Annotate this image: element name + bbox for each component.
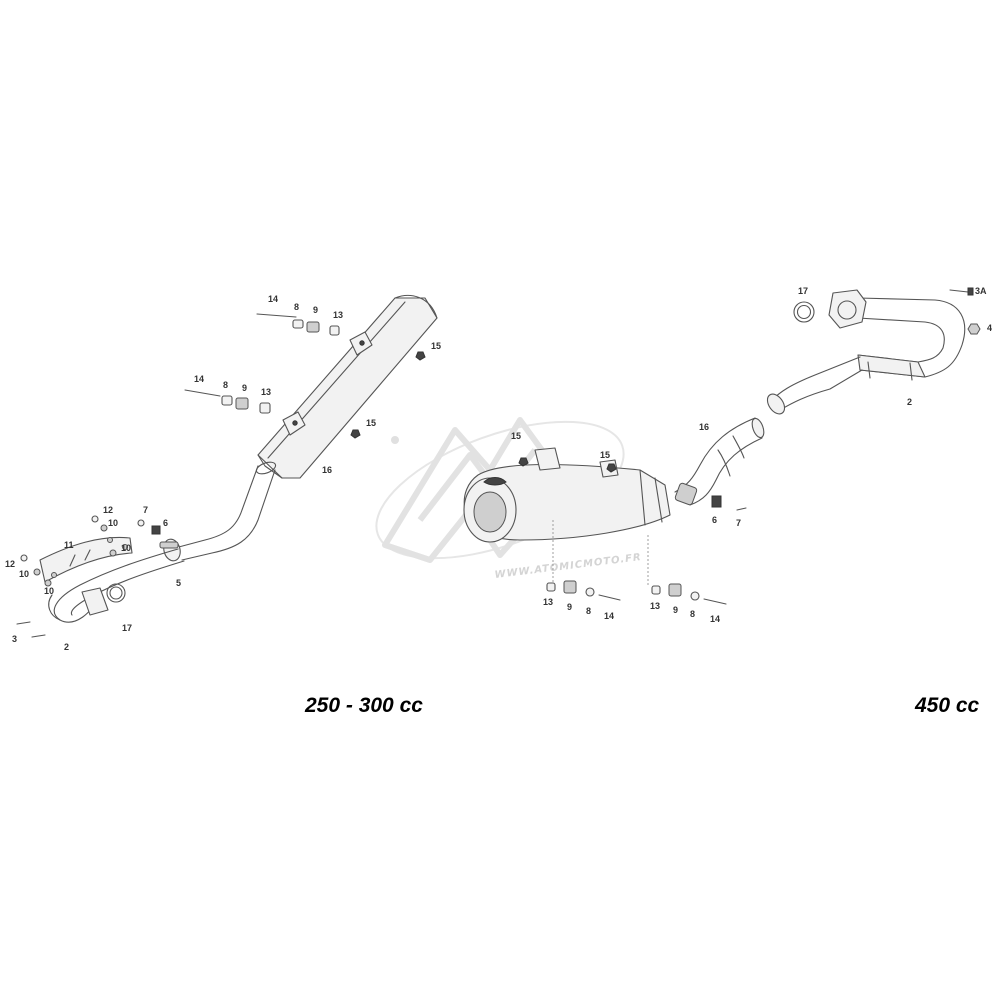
callout-8-upper: 8 [294,302,299,312]
header-pipe-2-right [766,297,966,415]
link-pipe-left [174,461,277,561]
callout-14-lower: 14 [194,374,204,384]
callout-10-top: 10 [108,518,118,528]
callout-14-upper: 14 [268,294,278,304]
callout-15-upper: 15 [431,341,441,351]
callout-13-lower: 13 [261,387,271,397]
callout-13-upper: 13 [333,310,343,320]
assembly-450: 17 3A 4 2 16 15 15 6 7 13 9 8 14 13 9 8 … [463,286,992,624]
callout-2-header: 2 [64,642,69,652]
clamp-5-left [159,538,181,562]
caption-250-300cc: 250 - 300 cc [304,694,423,717]
fasteners-left [16,313,426,638]
callout-16-link: 16 [699,422,709,432]
callout-5-clamp: 5 [176,578,181,588]
callouts-right: 17 3A 4 2 16 15 15 6 7 13 9 8 14 13 9 8 … [511,286,992,624]
gasket-17-left [106,583,126,603]
callout-3A-bolt: 3A [975,286,987,296]
callout-3-bolt: 3 [12,634,17,644]
callout-7-right: 7 [736,518,741,528]
callout-15-left-tab: 15 [511,431,521,441]
callout-8-a: 8 [586,606,591,616]
silencer-right [463,447,671,543]
callout-12-left: 12 [5,559,15,569]
callout-2-header-right: 2 [907,397,912,407]
callout-10-right: 10 [121,543,131,553]
callout-13-a: 13 [543,597,553,607]
callout-15-lower: 15 [366,418,376,428]
callout-4-nut: 4 [987,323,992,333]
callout-10-left: 10 [19,569,29,579]
link-pipe-16-right [674,417,765,506]
callout-12-top: 12 [103,505,113,515]
callout-16-silencer: 16 [322,465,332,475]
heat-shield-11 [39,536,133,583]
callout-7: 7 [143,505,148,515]
callout-9-lower: 9 [242,383,247,393]
callout-10-bottom: 10 [44,586,54,596]
callout-14-a: 14 [604,611,614,621]
caption-450cc: 450 cc [914,694,980,717]
header-pipe-2-left [48,548,185,623]
assembly-250-300: 14 8 9 13 15 14 8 9 13 15 16 12 10 7 6 1… [5,294,441,652]
callout-8-b: 8 [690,609,695,619]
callout-13-b: 13 [650,601,660,611]
callout-14-b: 14 [710,614,720,624]
callout-15-right-tab: 15 [600,450,610,460]
fasteners-right [518,457,747,605]
callouts-left: 14 8 9 13 15 14 8 9 13 15 16 12 10 7 6 1… [5,294,441,652]
flange-and-gasket-right [793,287,981,335]
callout-9-b: 9 [673,605,678,615]
silencer-16-left [257,294,438,479]
callout-11-heatshield: 11 [64,540,74,550]
callout-8-lower: 8 [223,380,228,390]
callout-6: 6 [163,518,168,528]
callout-17-gasket-right: 17 [798,286,808,296]
callout-17-gasket: 17 [122,623,132,633]
callout-6-right: 6 [712,515,717,525]
callout-9-a: 9 [567,602,572,612]
watermark-text: WWW.ATOMICMOTO.FR [494,552,642,581]
callout-9-upper: 9 [313,305,318,315]
